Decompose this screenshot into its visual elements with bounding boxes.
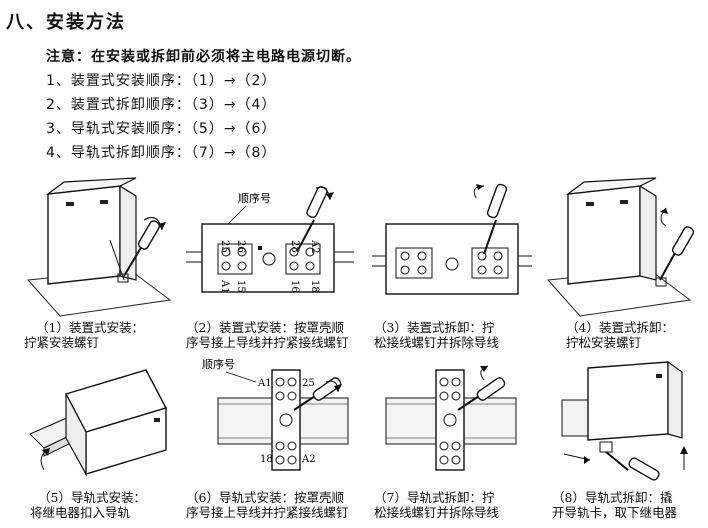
figure-2-panel-wiring: 顺序号 25 26 28 A2 A1 15 16 18 [186,186,354,294]
step-sequence: （5）→（6） [190,121,277,137]
caption-line: （5）导轨式安装： [38,490,146,505]
caption-line: 序号接上导线并拧紧接线螺钉 [186,505,349,520]
caption-line: 拧紧安装螺钉 [24,335,100,350]
figure-8-caption: （8）导轨式拆卸：撬 开导轨卡，取下继电器 [552,490,677,520]
step-sequence: （3）→（4） [190,97,277,113]
terminal-28: 28 [289,240,300,253]
figure-5-caption: （5）导轨式安装： 将继电器扣入导轨 [30,490,146,520]
step-1: 1、装置式安装顺序：（1）→（2） [46,70,276,90]
step-sequence: （7）→（8） [190,145,277,161]
figure-7-caption: （7）导轨式拆卸：拧 松接线螺钉并拆除导线 [374,490,499,520]
caption-line: （3）装置式拆卸：拧 [374,320,495,335]
figure-2-caption: （2）装置式安装：按罩壳顺 序号接上导线并拧紧接线螺钉 [186,320,349,350]
step-text: 装置式安装顺序： [70,73,191,89]
caption-line: 拧松安装螺钉 [566,335,642,350]
terminal-16: 16 [289,280,300,293]
safety-notice: 注意：在安装或拆卸前必须将主电路电源切断。 [46,49,361,65]
step-index: 1、 [46,73,71,89]
figure-6-rail-wiring: 顺序号 A1 25 18 A2 [202,357,349,471]
figure-6-caption: （6）导轨式安装：按罩壳顺 序号接上导线并拧紧接线螺钉 [186,490,349,520]
caption-line: （4）装置式拆卸： [566,320,674,335]
caption-line: 开导轨卡，取下继电器 [552,505,678,520]
terminal-26: 26 [235,240,246,253]
callout-label: 顺序号 [202,357,235,371]
figure-5-rail-install [29,369,168,477]
caption-line: 将继电器扣入导轨 [30,505,131,520]
callout-label: 顺序号 [238,191,271,205]
section-title: 八、安装方法 [6,12,126,33]
figure-3-panel-unwiring [372,183,532,295]
caption-line: （2）装置式安装：按罩壳顺 [186,320,344,335]
figure-4-caption: （4）装置式拆卸： 拧松安装螺钉 [566,320,674,350]
step-4: 4、导轨式拆卸顺序：（7）→（8） [46,142,276,162]
caption-line: 序号接上导线并拧紧接线螺钉 [186,335,349,350]
figure-1-panel-install [26,177,172,317]
figure-7-rail-unwiring [385,365,517,471]
caption-line: 松接线螺钉并拆除导线 [374,335,500,350]
step-index: 3、 [46,121,71,137]
caption-line: 松接线螺钉并拆除导线 [374,505,500,520]
step-text: 导轨式安装顺序： [70,121,191,137]
terminal-15: 15 [235,280,246,293]
terminal-18: 18 [309,280,320,293]
figure-3-caption: （3）装置式拆卸：拧 松接线螺钉并拆除导线 [374,320,499,350]
figure-4-panel-remove [546,177,695,317]
step-index: 2、 [46,97,71,113]
terminal-a2: A2 [301,454,316,465]
step-text: 装置式拆卸顺序： [70,97,191,113]
terminal-a1: A1 [219,279,230,294]
step-index: 4、 [46,145,71,161]
step-2: 2、装置式拆卸顺序：（3）→（4） [46,94,276,114]
terminal-18: 18 [260,454,273,465]
terminal-25: 25 [219,240,230,253]
terminal-a2: A2 [309,239,320,254]
terminal-25: 25 [302,378,315,389]
step-sequence: （1）→（2） [190,73,277,89]
caption-line: （8）导轨式拆卸：撬 [552,490,673,505]
terminal-a1: A1 [257,378,272,389]
caption-line: （1）装置式安装： [36,320,144,335]
caption-line: （6）导轨式安装：按罩壳顺 [186,490,344,505]
figure-8-rail-remove [561,360,688,481]
step-3: 3、导轨式安装顺序：（5）→（6） [46,118,276,138]
figure-1-caption: （1）装置式安装： 拧紧安装螺钉 [24,320,144,350]
step-text: 导轨式拆卸顺序： [70,145,191,161]
caption-line: （7）导轨式拆卸：拧 [374,490,495,505]
